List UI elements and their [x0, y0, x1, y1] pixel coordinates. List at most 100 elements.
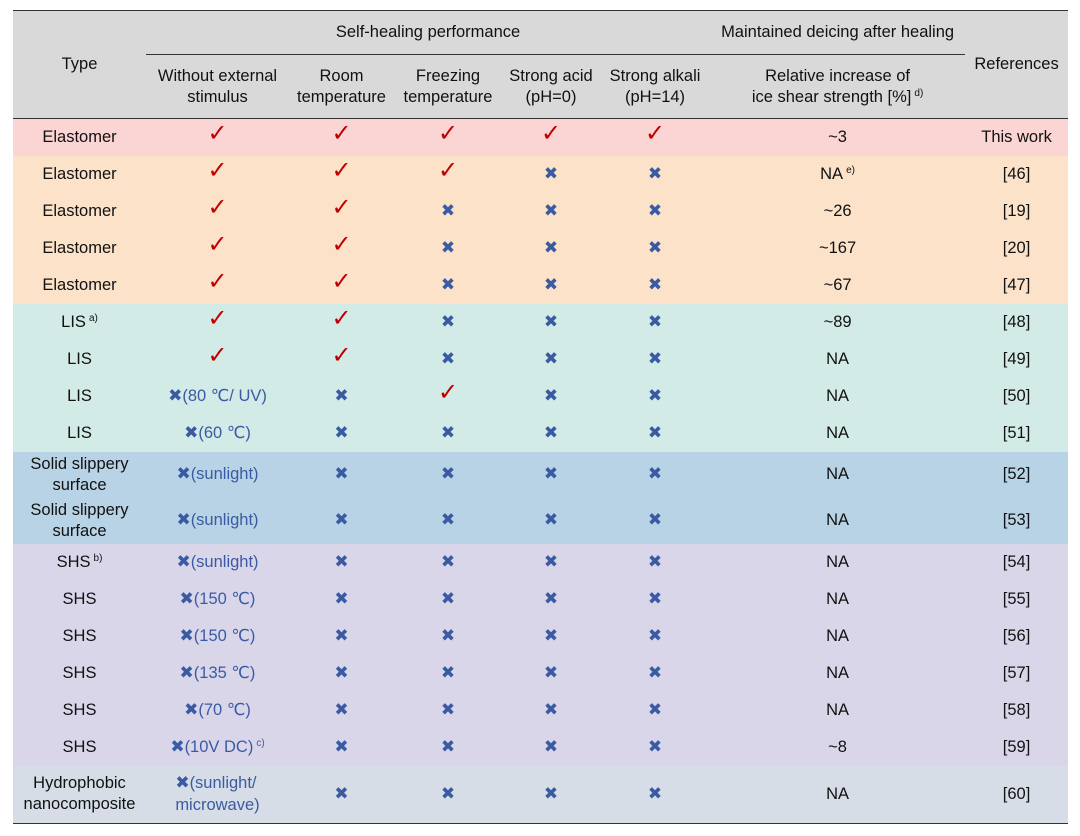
cell-freezing: ✖	[394, 580, 502, 618]
cell-without-stimulus: ✖(sunlight)	[146, 497, 289, 544]
cell-relative-increase: NA	[710, 377, 966, 415]
cell-without-stimulus: ✖(150 ℃)	[146, 617, 289, 655]
stimulus-condition: (70 ℃)	[198, 700, 251, 719]
cell-freezing: ✓	[394, 377, 502, 415]
cell-acid: ✖	[502, 617, 600, 655]
cell-without-stimulus: ✖(80 ℃/ UV)	[146, 377, 289, 415]
cell-acid: ✖	[502, 229, 600, 267]
cell-acid: ✖	[502, 497, 600, 544]
cell-acid: ✖	[502, 303, 600, 341]
stimulus-condition: (150 ℃)	[193, 589, 256, 608]
cell-acid: ✖	[502, 728, 600, 766]
cell-relative-increase: ~167	[710, 229, 966, 267]
stimulus-condition: (150 ℃)	[193, 626, 256, 645]
check-icon: ✓	[207, 341, 228, 369]
cell-reference: [60]	[965, 765, 1069, 824]
header-self-healing: Self-healing performance	[146, 10, 711, 55]
cell-type: LIS	[13, 414, 146, 452]
cell-relative-increase: ~8	[710, 728, 966, 766]
cell-freezing: ✖	[394, 451, 502, 498]
cell-reference: [55]	[965, 580, 1069, 618]
cell-alkali: ✖	[600, 155, 711, 193]
cell-reference: [57]	[965, 654, 1069, 692]
cell-relative-increase: ~67	[710, 266, 966, 304]
cross-icon: ✖	[170, 736, 185, 757]
cross-icon: ✖	[440, 274, 456, 295]
header-maintained-deicing: Maintained deicing after healing	[710, 10, 966, 55]
cell-acid: ✖	[502, 266, 600, 304]
check-icon: ✓	[331, 156, 352, 184]
stimulus-condition: (sunlight)	[190, 552, 259, 571]
check-icon: ✓	[207, 267, 228, 295]
cross-icon: ✖	[543, 274, 559, 295]
cross-icon: ✖	[440, 625, 456, 646]
cell-without-stimulus: ✓	[146, 229, 289, 267]
cross-icon: ✖	[647, 348, 663, 369]
cross-icon: ✖	[647, 422, 663, 443]
cell-reference: [58]	[965, 691, 1069, 729]
cell-without-stimulus: ✓	[146, 303, 289, 341]
cross-icon: ✖	[440, 200, 456, 221]
cross-icon: ✖	[543, 385, 559, 406]
cross-icon: ✖	[543, 588, 559, 609]
cross-icon: ✖	[647, 625, 663, 646]
cell-reference: [19]	[965, 192, 1069, 230]
cell-alkali: ✖	[600, 192, 711, 230]
cross-icon: ✖	[334, 385, 349, 406]
cross-icon: ✖	[543, 551, 559, 572]
cell-room: ✖	[289, 728, 394, 766]
cross-icon: ✖	[647, 783, 663, 804]
cell-relative-increase: ~89	[710, 303, 966, 341]
cross-icon: ✖	[440, 662, 456, 683]
check-icon: ✓	[207, 119, 228, 148]
check-icon: ✓	[437, 156, 459, 184]
cross-icon: ✖	[179, 662, 194, 683]
check-icon: ✓	[207, 156, 228, 184]
cross-icon: ✖	[543, 662, 559, 683]
check-icon: ✓	[331, 304, 352, 332]
cell-without-stimulus: ✖(sunlight)	[146, 543, 289, 581]
cross-icon: ✖	[543, 237, 559, 258]
cross-icon: ✖	[543, 699, 559, 720]
cell-acid: ✖	[502, 340, 600, 378]
cell-freezing: ✖	[394, 192, 502, 230]
cell-alkali: ✖	[600, 728, 711, 766]
cell-alkali: ✖	[600, 451, 711, 498]
cell-freezing: ✖	[394, 691, 502, 729]
table-row: Elastomer ✓ ✓ ✖ ✖ ✖ ~67 [47]	[13, 266, 1069, 304]
cross-icon: ✖	[184, 422, 199, 443]
cell-relative-increase: NA	[710, 451, 966, 498]
cell-room: ✖	[289, 765, 394, 824]
cross-icon: ✖	[647, 588, 663, 609]
cross-icon: ✖	[440, 588, 456, 609]
cell-alkali: ✖	[600, 543, 711, 581]
cross-icon: ✖	[647, 551, 663, 572]
cell-freezing: ✓	[394, 118, 502, 156]
cell-room: ✓	[289, 266, 394, 304]
cell-relative-increase: NA	[710, 765, 966, 824]
cross-icon: ✖	[543, 510, 559, 530]
stimulus-condition: (80 ℃/ UV)	[182, 386, 267, 405]
stimulus-condition: (sunlight)	[190, 465, 259, 483]
cell-alkali: ✖	[600, 303, 711, 341]
cross-icon: ✖	[334, 736, 349, 757]
cell-room: ✖	[289, 414, 394, 452]
table-row: Elastomer ✓ ✓ ✖ ✖ ✖ ~26 [19]	[13, 192, 1069, 230]
cross-icon: ✖	[647, 510, 663, 530]
cross-icon: ✖	[334, 551, 349, 572]
cross-icon: ✖	[647, 736, 663, 757]
stimulus-condition: (10V DC)	[184, 737, 254, 756]
cross-icon: ✖	[647, 200, 663, 221]
cross-icon: ✖	[647, 274, 663, 295]
cell-relative-increase: ~3	[710, 118, 966, 156]
cross-icon: ✖	[176, 551, 191, 572]
cell-acid: ✖	[502, 451, 600, 498]
cross-icon: ✖	[440, 736, 456, 757]
cell-freezing: ✖	[394, 765, 502, 824]
cell-reference: [20]	[965, 229, 1069, 267]
cell-alkali: ✖	[600, 580, 711, 618]
cell-room: ✓	[289, 229, 394, 267]
header-references: References	[965, 10, 1069, 119]
